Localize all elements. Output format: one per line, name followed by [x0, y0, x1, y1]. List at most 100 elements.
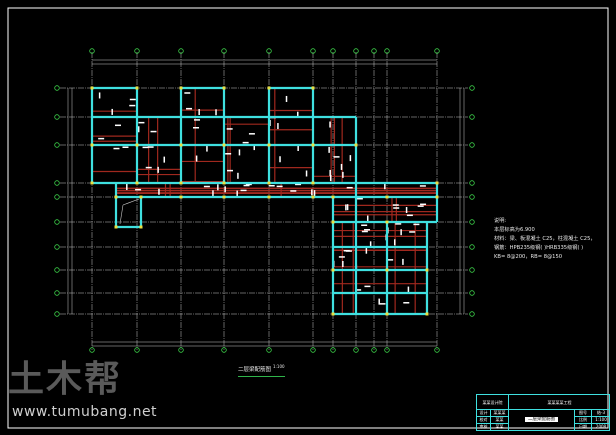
- column: [425, 268, 429, 272]
- tb-label: 图号: [575, 410, 592, 417]
- axis-bubble: [330, 347, 336, 353]
- drawing-name-text: 二层梁配筋图: [525, 417, 558, 422]
- rebar-label: [114, 124, 121, 127]
- rebar-label: [225, 153, 232, 155]
- watermark-url: www.tumubang.net: [12, 404, 158, 420]
- rebar-label: [195, 155, 198, 162]
- rebar-label: [402, 258, 404, 265]
- axis-bubble: [221, 48, 227, 54]
- column: [267, 195, 271, 199]
- rebar-label: [224, 186, 226, 193]
- rebar-label: [240, 189, 247, 192]
- axis-bubble: [469, 194, 475, 200]
- axis-bubble: [54, 194, 60, 200]
- column: [385, 312, 389, 316]
- rebar-label: [243, 184, 250, 187]
- column: [267, 143, 271, 147]
- drawing-frame: [7, 7, 609, 429]
- rebar-label: [419, 185, 426, 187]
- rebar-label: [369, 241, 372, 248]
- rebar-label: [237, 172, 239, 179]
- notes-line: 本层标高为6.900: [494, 227, 535, 233]
- column: [135, 86, 139, 90]
- tb-value: 某某: [491, 424, 509, 430]
- rebar-label: [405, 207, 408, 214]
- column: [179, 181, 183, 185]
- rebar-label: [361, 230, 368, 233]
- rebar-label: [253, 144, 255, 151]
- tb-value: 结-3: [592, 410, 610, 417]
- rebar-label: [297, 111, 299, 118]
- rebar-label: [356, 197, 363, 200]
- column: [385, 220, 389, 224]
- column: [331, 195, 335, 199]
- rebar-label: [226, 128, 233, 130]
- rebar-label: [338, 256, 345, 258]
- caption-scale: 1:100: [273, 364, 285, 369]
- column: [331, 268, 335, 272]
- axis-bubble: [266, 48, 272, 54]
- axis-bubble: [469, 267, 475, 273]
- title-block: 某某设计院 某某某某工程 设计 某某某 校对 某某 审核 某某 二层梁配筋图 图…: [476, 394, 610, 431]
- tb-value: 某某某: [491, 410, 509, 417]
- axis-bubble: [353, 48, 359, 54]
- stair-line: [119, 204, 124, 225]
- stair-line: [122, 198, 140, 206]
- column: [385, 195, 389, 199]
- column: [267, 181, 271, 185]
- rebar-label: [384, 183, 386, 190]
- axis-bubble: [469, 311, 475, 317]
- column: [222, 143, 226, 147]
- design-notes: 说明: 本层标高为6.900 材料：梁、板混凝土 C25，柱混凝土 C25， 钢…: [494, 217, 596, 262]
- rebar-label: [194, 119, 201, 121]
- axis-bubble: [89, 347, 95, 353]
- column: [114, 195, 118, 199]
- tb-label: 设计: [477, 410, 491, 417]
- rebar-label: [135, 188, 142, 191]
- rebar-label: [198, 109, 200, 116]
- rebar-label: [147, 146, 154, 148]
- rebar-label: [126, 184, 128, 191]
- rebar-label: [98, 137, 105, 140]
- axis-bubble: [134, 48, 140, 54]
- rebar-label: [393, 239, 396, 246]
- project-name: 某某某某工程: [509, 395, 610, 410]
- rebar-label: [227, 169, 234, 172]
- rebar-label: [242, 141, 249, 144]
- rebar-label: [366, 215, 369, 222]
- column: [331, 312, 335, 316]
- rebar-label: [364, 229, 371, 231]
- rebar-label: [290, 190, 297, 192]
- axis-bubble: [178, 48, 184, 54]
- column: [425, 312, 429, 316]
- rebar-label: [333, 156, 340, 158]
- column: [114, 225, 118, 229]
- rebar-label: [392, 204, 399, 206]
- column: [311, 181, 315, 185]
- column: [354, 143, 358, 147]
- column: [90, 86, 94, 90]
- rebar-label: [203, 185, 210, 188]
- axis-bubble: [469, 180, 475, 186]
- rebar-label: [342, 171, 344, 178]
- column: [179, 195, 183, 199]
- rebar-label: [212, 190, 214, 197]
- column: [135, 143, 139, 147]
- axis-bubble: [54, 85, 60, 91]
- axis-bubble: [178, 347, 184, 353]
- column: [311, 143, 315, 147]
- column: [179, 143, 183, 147]
- tb-value: 某某: [491, 417, 509, 424]
- rebar-label: [400, 229, 402, 236]
- rebar-label: [206, 145, 208, 152]
- rebar-label: [98, 92, 101, 99]
- rebar-label: [420, 203, 427, 206]
- axis-bubble: [266, 347, 272, 353]
- rebar-label: [403, 302, 410, 304]
- rebar-label: [406, 214, 413, 217]
- rebar-label: [364, 285, 371, 288]
- rebar-label: [122, 146, 129, 149]
- rebar-label: [163, 156, 166, 163]
- rebar-label: [276, 185, 283, 188]
